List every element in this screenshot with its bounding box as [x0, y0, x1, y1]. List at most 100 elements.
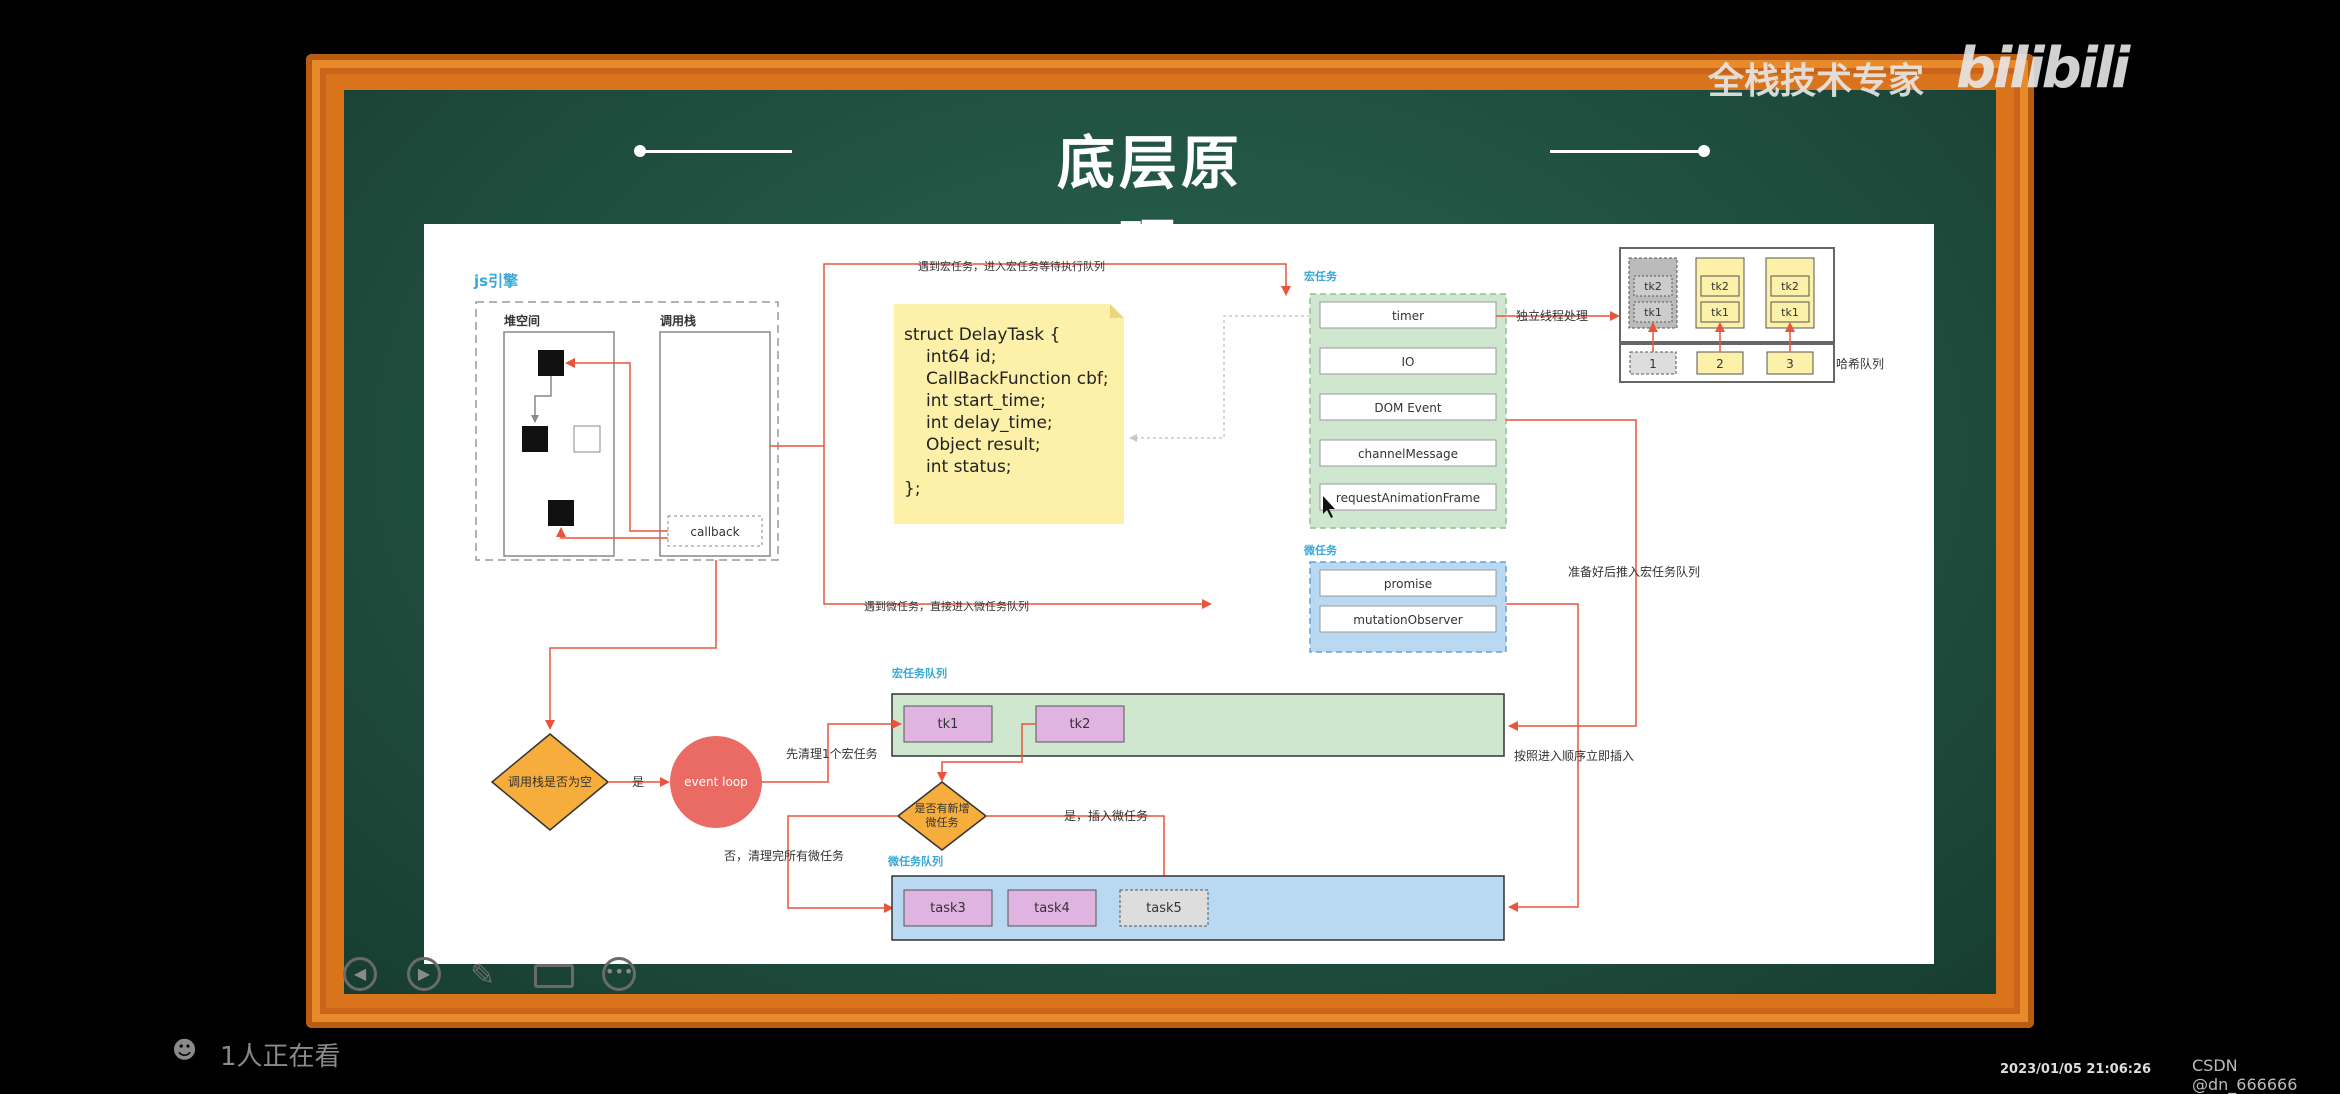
js-engine-box: [475, 301, 779, 561]
thread-label: 独立线程处理: [1516, 308, 1588, 323]
macro-queue: [891, 693, 1505, 757]
new-micro-label: 微任务: [926, 815, 959, 829]
micro-item-box: [1319, 569, 1497, 597]
macro-item: requestAnimationFrame: [1336, 491, 1480, 505]
yes-label: 是: [632, 775, 644, 789]
micro-queue-label: 微任务队列: [887, 854, 943, 868]
macro-item-box: [1319, 393, 1497, 421]
new-micro-decision: [896, 781, 988, 851]
micro-group-label: 微任务: [1303, 543, 1338, 557]
no-clear-label: 否，清理完所有微任务: [724, 848, 844, 863]
micro-queue-item: [903, 889, 993, 927]
stack-check-arrow: [545, 560, 717, 730]
code-line: CallBackFunction cbf;: [926, 369, 1109, 389]
check-micro-arrow: [937, 723, 1036, 782]
macro-arrow-label: 遇到宏任务，进入宏任务等待执行队列: [918, 259, 1105, 273]
callback-ref-arrow: [565, 358, 668, 532]
macro-item-box: [1319, 301, 1497, 329]
macro-item: timer: [1392, 309, 1424, 323]
hash-item-label: tk1: [1781, 306, 1799, 319]
heap-object: [548, 500, 574, 526]
insert-micro-arrow: [1506, 603, 1579, 912]
prev-icon[interactable]: ◀: [343, 957, 377, 991]
macro-group-label: 宏任务: [1304, 269, 1338, 283]
macro-queue-item-label: tk1: [938, 717, 959, 732]
micro-item-box: [1319, 605, 1497, 633]
heap-object: [538, 350, 564, 376]
code-line: int64 id;: [926, 347, 996, 367]
hash-key-label: 2: [1716, 357, 1724, 371]
heap-ref-arrow: [531, 376, 552, 423]
micro-item: promise: [1384, 577, 1432, 591]
camera-icon[interactable]: [534, 964, 574, 988]
macro-item-box: [1319, 439, 1497, 467]
clear-macro-arrow: [762, 719, 902, 783]
order-label: 按照进入顺序立即插入: [1514, 748, 1634, 763]
hash-item-label: tk2: [1711, 280, 1729, 293]
hash-item-label: tk1: [1711, 306, 1729, 319]
more-icon[interactable]: •••: [602, 957, 636, 991]
stack-empty-decision: [490, 733, 610, 831]
pen-icon[interactable]: ✎: [470, 958, 496, 993]
callback-box: [667, 515, 763, 547]
code-line: int delay_time;: [926, 413, 1053, 433]
note-fold: [1110, 304, 1124, 318]
macro-route-arrow: [770, 263, 1291, 447]
code-line: int start_time;: [926, 391, 1046, 411]
diagram-slide: js引擎 堆空间 调用栈 callback 遇到宏任务，进入宏任务等待执行队列 …: [424, 224, 1934, 964]
mouse-cursor-icon: [1323, 496, 1335, 518]
code-line: int status;: [926, 457, 1012, 477]
push-label: 准备好后推入宏任务队列: [1568, 564, 1700, 579]
new-micro-label: 是否有新增: [915, 801, 970, 815]
micro-route-arrow: [823, 446, 1212, 609]
code-line: struct DelayTask {: [904, 325, 1060, 345]
hash-bucket-item: [1700, 275, 1740, 297]
engine-label: js引擎: [473, 272, 518, 290]
macro-item: DOM Event: [1374, 401, 1442, 415]
macro-queue-item-label: tk2: [1070, 717, 1091, 732]
hash-bucket-item: [1770, 275, 1810, 297]
micro-queue-item-label: task5: [1146, 901, 1182, 916]
yes-insert-arrow: [986, 815, 1169, 886]
stack-label: 调用栈: [660, 313, 696, 328]
title-dot-left: [634, 145, 646, 157]
title-dot-right: [1698, 145, 1710, 157]
architecture-diagram: js引擎 堆空间 调用栈 callback 遇到宏任务，进入宏任务等待执行队列 …: [473, 247, 1884, 941]
heap-object: [522, 426, 548, 452]
micro-queue-item-label: task3: [930, 901, 966, 916]
micro-queue-item: [1007, 889, 1097, 927]
hash-key-label: 1: [1649, 357, 1657, 371]
heap-label: 堆空间: [504, 313, 540, 328]
macro-item: channelMessage: [1358, 447, 1458, 461]
hash-bucket-item: [1633, 275, 1673, 297]
stack-empty-label: 调用栈是否为空: [508, 774, 592, 789]
viewers-count: 1人正在看: [220, 1042, 341, 1072]
title-line-left: [638, 150, 792, 153]
struct-note: [894, 304, 1124, 524]
no-clear-arrow: [787, 815, 898, 913]
event-loop-label: event loop: [684, 775, 748, 789]
next-icon[interactable]: ▶: [407, 957, 441, 991]
event-loop-node: [670, 736, 762, 828]
hash-item-label: tk2: [1781, 280, 1799, 293]
macro-queue-item: [1035, 705, 1125, 743]
macro-item: IO: [1402, 355, 1415, 369]
micro-item: mutationObserver: [1353, 613, 1462, 627]
callback-ref-arrow: [556, 527, 668, 539]
macro-queue-item: [903, 705, 993, 743]
micro-queue-item: [1119, 889, 1209, 927]
code-line: };: [904, 479, 921, 499]
push-macro-arrow: [1506, 419, 1637, 731]
hash-key-label: 3: [1786, 357, 1794, 371]
title-line-right: [1550, 150, 1704, 153]
yes-insert-label: 是，插入微任务: [1064, 808, 1148, 823]
macro-queue-label: 宏任务队列: [892, 666, 947, 680]
hash-item-label: tk2: [1644, 280, 1662, 293]
callback-label: callback: [690, 525, 739, 539]
bilibili-logo: bilibili: [1956, 36, 2130, 101]
code-line: Object result;: [926, 435, 1041, 455]
csdn-watermark: CSDN @dn_666666: [2192, 1056, 2298, 1094]
micro-arrow-label: 遇到微任务，直接进入微任务队列: [864, 599, 1029, 613]
timestamp: 2023/01/05 21:06:26: [2000, 1062, 2152, 1077]
heap-object: [573, 425, 601, 453]
